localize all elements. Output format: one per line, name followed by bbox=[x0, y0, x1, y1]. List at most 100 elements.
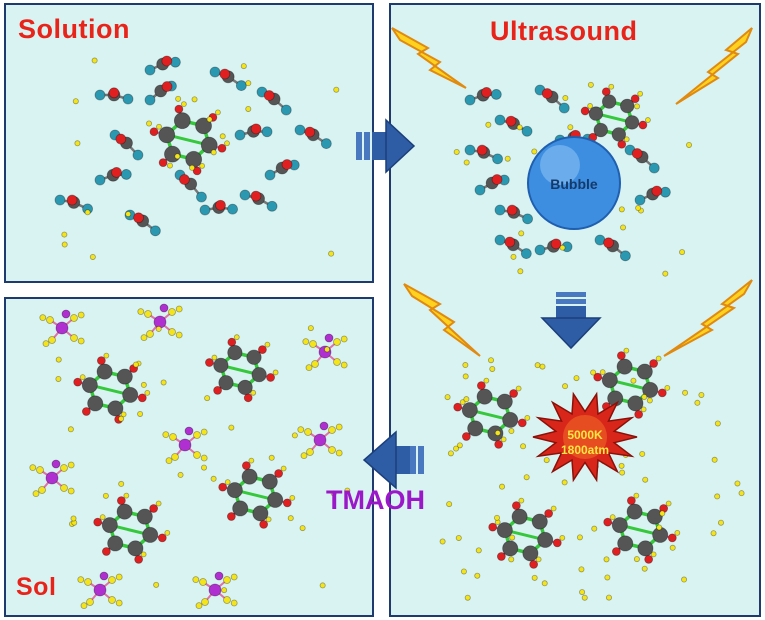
metal-atom bbox=[620, 98, 635, 114]
oxygen-atom bbox=[506, 204, 518, 216]
hydrogen-atom bbox=[646, 397, 653, 404]
hydrogen-atom bbox=[619, 469, 626, 476]
hydrogen-atom bbox=[210, 475, 217, 482]
oxygen-atom bbox=[496, 552, 506, 561]
hydrogen-atom bbox=[174, 153, 181, 160]
hydrogen-atom bbox=[89, 253, 96, 260]
oxygen-atom bbox=[161, 55, 173, 67]
hydrogen-atom bbox=[508, 428, 515, 435]
hydrogen-atom bbox=[192, 576, 200, 583]
carbon-atom bbox=[320, 138, 332, 149]
metal-atom bbox=[626, 503, 643, 520]
carbon-atom bbox=[144, 64, 156, 76]
hydrogen-atom bbox=[38, 486, 46, 494]
hydrogen-atom bbox=[603, 556, 610, 563]
hydrogen-atom bbox=[144, 389, 151, 396]
hydrogen-atom bbox=[60, 464, 68, 472]
hydrogen-atom bbox=[140, 334, 148, 342]
oxygen-atom bbox=[218, 482, 228, 492]
hydrogen-atom bbox=[70, 334, 78, 342]
lightning-icon bbox=[675, 27, 753, 105]
oxygen-atom bbox=[215, 199, 226, 211]
hydrogen-atom bbox=[118, 480, 125, 487]
metal-atom bbox=[627, 395, 644, 412]
hydrogen-atom bbox=[287, 515, 294, 522]
hydrogen-atom bbox=[137, 410, 144, 417]
metal-atom bbox=[185, 150, 203, 168]
nitrogen-atom bbox=[45, 471, 59, 485]
hydrogen-atom bbox=[698, 391, 705, 398]
metal-atom bbox=[213, 357, 229, 373]
hydrogen-atom bbox=[485, 121, 492, 128]
metal-atom bbox=[502, 411, 519, 428]
hydrogen-atom bbox=[587, 81, 594, 88]
hydrogen-atom bbox=[520, 443, 527, 450]
hydrogen-atom bbox=[333, 358, 341, 366]
metal-atom bbox=[107, 535, 124, 552]
hydrogen-atom bbox=[115, 573, 123, 581]
hydrogen-atom bbox=[211, 354, 218, 361]
oxygen-atom bbox=[108, 87, 120, 99]
metal-atom bbox=[502, 540, 519, 557]
carbon-atom bbox=[294, 124, 306, 136]
hydrogen-atom bbox=[550, 505, 557, 512]
nitrogen-atom bbox=[184, 426, 194, 436]
hydrogen-atom bbox=[500, 436, 507, 443]
nitrogen-atom bbox=[93, 583, 107, 597]
hydrogen-atom bbox=[86, 598, 94, 606]
hydrogen-atom bbox=[230, 573, 238, 581]
hydrogen-atom bbox=[91, 57, 98, 64]
hydrogen-atom bbox=[510, 253, 517, 260]
oxygen-atom bbox=[66, 194, 78, 206]
hydrogen-atom bbox=[74, 140, 81, 147]
hydrogen-atom bbox=[306, 448, 314, 456]
hydrogen-atom bbox=[447, 450, 454, 457]
oxygen-atom bbox=[504, 236, 516, 248]
hydrogen-atom bbox=[171, 453, 179, 461]
oxygen-atom bbox=[115, 133, 127, 145]
oxygen-atom bbox=[509, 389, 519, 398]
hydrogen-atom bbox=[61, 231, 68, 238]
metal-atom bbox=[158, 126, 176, 144]
arrow-left-icon bbox=[362, 430, 424, 490]
hydrogen-atom bbox=[146, 120, 153, 127]
sol-panel bbox=[4, 297, 374, 617]
hydrogen-atom bbox=[599, 369, 606, 376]
oxygen-atom bbox=[481, 87, 492, 98]
hydrogen-atom bbox=[444, 394, 451, 401]
oxygen-atom bbox=[453, 402, 463, 412]
carbon-atom bbox=[490, 89, 502, 100]
hydrogen-atom bbox=[475, 547, 482, 554]
hydrogen-atom bbox=[206, 116, 213, 123]
hydrogen-atom bbox=[309, 340, 317, 348]
hydrogen-atom bbox=[710, 530, 717, 537]
metal-atom bbox=[467, 420, 484, 437]
metal-atom bbox=[593, 122, 608, 138]
hydrogen-atom bbox=[463, 396, 470, 403]
oxygen-atom bbox=[243, 393, 253, 403]
hydrogen-atom bbox=[523, 474, 530, 481]
hydrogen-atom bbox=[576, 534, 583, 541]
hydrogen-atom bbox=[714, 493, 721, 500]
oxygen-atom bbox=[505, 115, 517, 127]
hydrogen-atom bbox=[324, 346, 331, 353]
hydrogen-atom bbox=[137, 308, 145, 316]
hydrogen-atom bbox=[108, 596, 116, 604]
hydrogen-atom bbox=[123, 492, 130, 499]
nitrogen-atom bbox=[51, 459, 61, 469]
oxygen-atom bbox=[630, 94, 640, 104]
oxygen-atom bbox=[116, 496, 126, 506]
hydrogen-atom bbox=[694, 399, 701, 406]
oxygen-atom bbox=[529, 559, 539, 569]
metal-atom bbox=[601, 94, 617, 109]
oxygen-atom bbox=[626, 496, 636, 506]
hydrogen-atom bbox=[200, 428, 208, 436]
metal-atom bbox=[624, 115, 640, 130]
nitrogen-atom bbox=[319, 421, 329, 431]
oxygen-atom bbox=[157, 533, 167, 543]
oxygen-atom bbox=[219, 68, 231, 80]
oxygen-atom bbox=[133, 212, 144, 224]
hydrogen-atom bbox=[562, 95, 569, 102]
hydrogen-atom bbox=[682, 389, 689, 396]
